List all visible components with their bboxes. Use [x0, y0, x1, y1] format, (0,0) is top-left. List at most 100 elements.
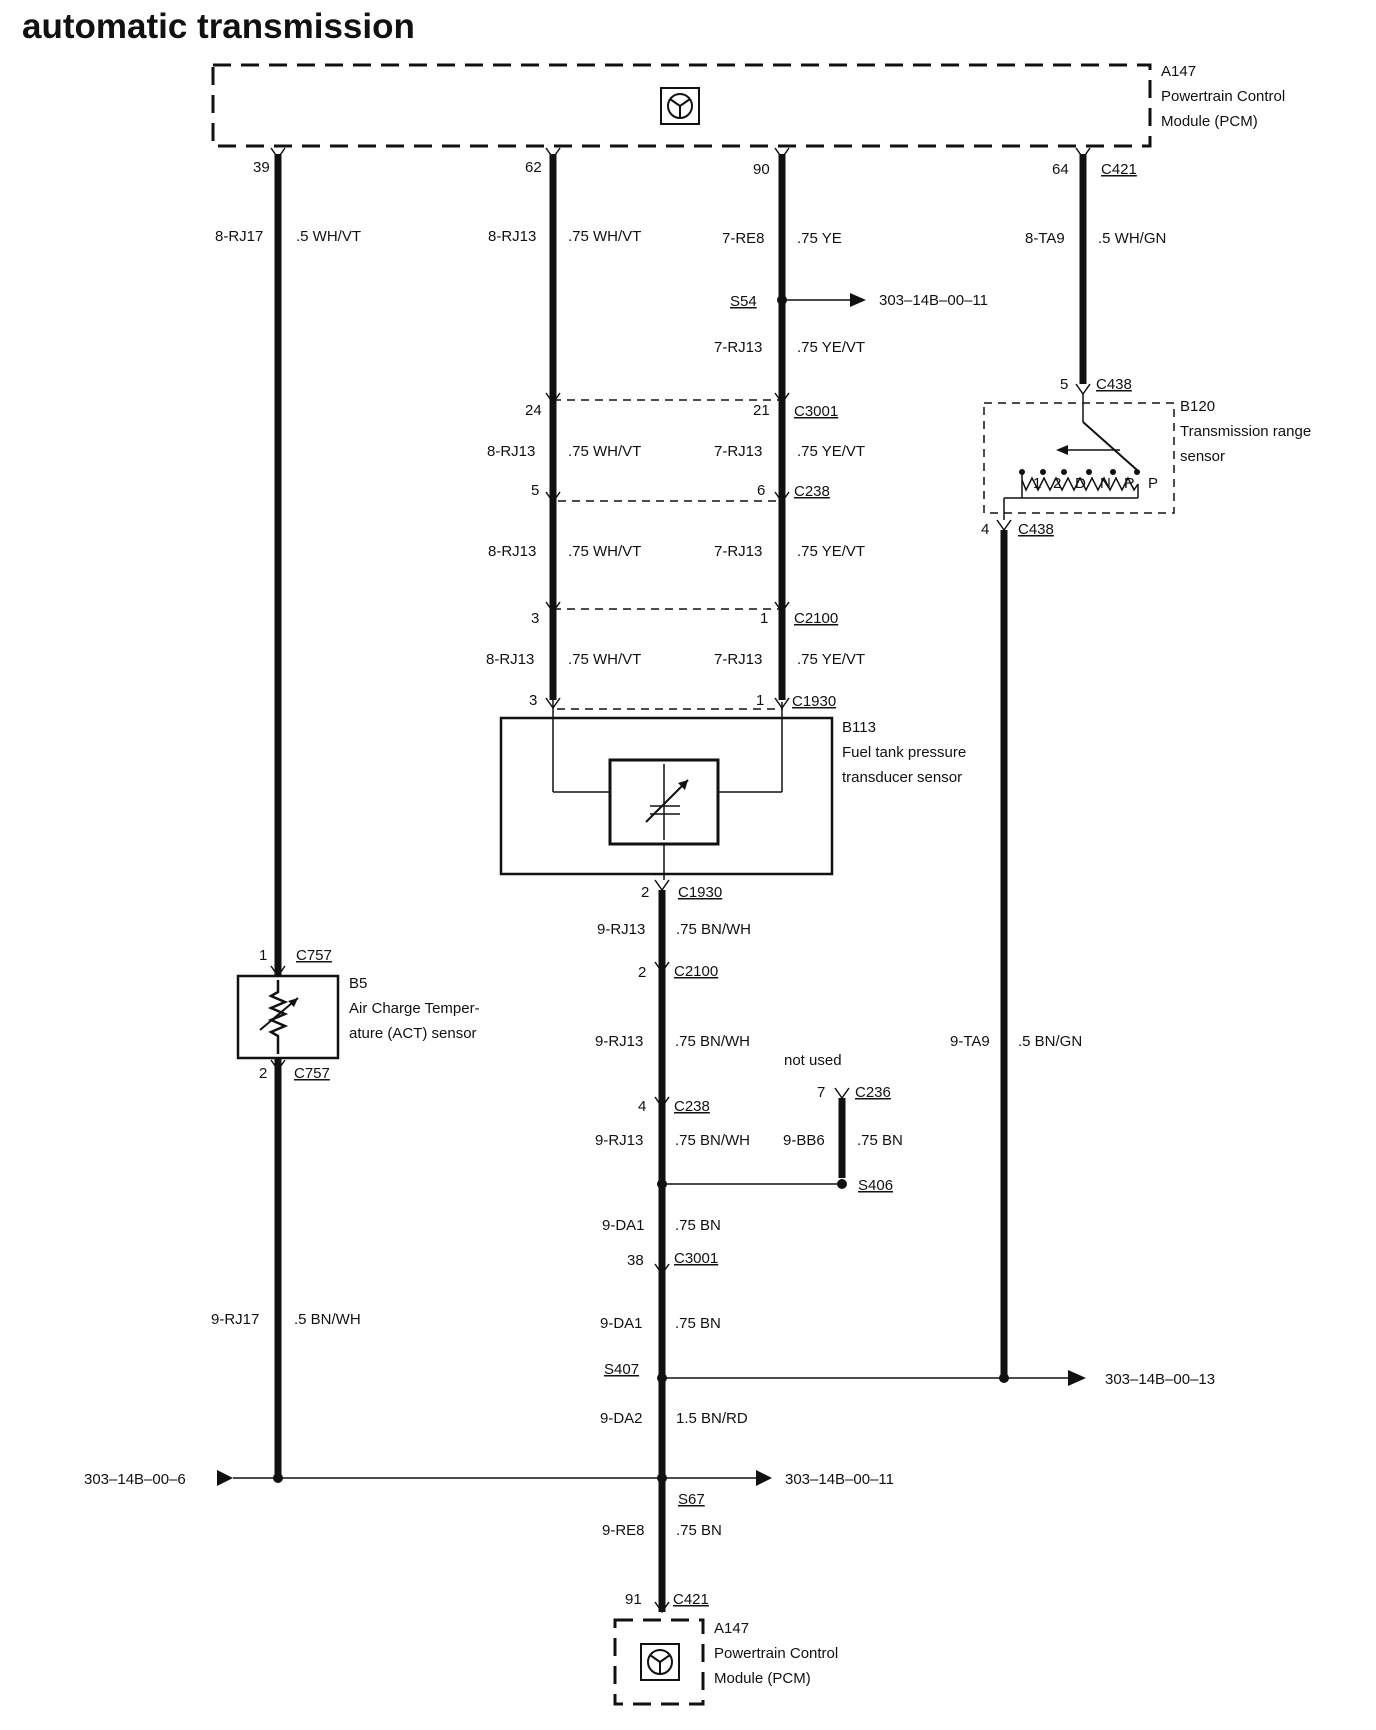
pin-64: 64: [1052, 161, 1069, 178]
cl-w4-spec: .75 BN: [675, 1217, 721, 1234]
cl-c2100-pin: 2: [638, 964, 646, 981]
c2100-left-spec: .75 WH/VT: [568, 651, 641, 668]
c2100-right-circuit: 7-RJ13: [714, 651, 762, 668]
c238-pin-b: 6: [757, 482, 765, 499]
mid-right-circuit: 7-RJ13: [714, 543, 762, 560]
cl-w6-circuit: 9-DA2: [600, 1410, 643, 1427]
c3001-left-spec: .75 WH/VT: [568, 443, 641, 460]
page-title: automatic transmission: [22, 7, 415, 46]
b120-pos-2: 2: [1053, 475, 1061, 492]
cl-w5-circuit: 9-DA1: [600, 1315, 643, 1332]
cl-c1930-pin: 2: [641, 884, 649, 901]
b120-pos-d: D: [1075, 475, 1086, 492]
b5-pin-top: 1: [259, 947, 267, 964]
cl-w4-circuit: 9-DA1: [602, 1217, 645, 1234]
b5-id: B5: [349, 975, 367, 992]
wire-64-circuit: 8-TA9: [1025, 230, 1065, 247]
pcm-top-id: A147: [1161, 63, 1196, 80]
mid-left-spec: .75 WH/VT: [568, 543, 641, 560]
c1930-pin-b: 1: [756, 692, 764, 709]
wire-62-spec: .75 WH/VT: [568, 228, 641, 245]
wire-90-spec: .75 YE: [797, 230, 842, 247]
b5-act-sensor: [236, 965, 340, 1072]
pin-90: 90: [753, 161, 770, 178]
b120-transmission-range-sensor: [983, 394, 1175, 520]
b120-name-2: sensor: [1180, 448, 1225, 465]
wire-90-circuit-2: 7-RJ13: [714, 339, 762, 356]
c3001-right-circuit: 7-RJ13: [714, 443, 762, 460]
left-ref: 303–14B–00–6: [84, 1471, 186, 1488]
s54-ref: 303–14B–00–11: [879, 292, 988, 309]
c3001-label: C3001: [794, 403, 838, 420]
b5-pin-bottom: 2: [259, 1065, 267, 1082]
c438-top-pin: 5: [1060, 376, 1068, 393]
c236-pin: 7: [817, 1084, 825, 1101]
pcm-bottom-module: [613, 1618, 705, 1706]
c2100-label: C2100: [794, 610, 838, 627]
pcm-top-name-1: Powertrain Control: [1161, 88, 1285, 105]
cl-c3001-label: C3001: [674, 1250, 718, 1267]
cl-w7-circuit: 9-RE8: [602, 1522, 645, 1539]
c2100-left-circuit: 8-RJ13: [486, 651, 534, 668]
not-used-spec: .75 BN: [857, 1132, 903, 1149]
s406-label: S406: [858, 1177, 893, 1194]
s67-ref: 303–14B–00–11: [785, 1471, 894, 1488]
pcm-bottom-name-2: Module (PCM): [714, 1670, 811, 1687]
splice-s407: [657, 1370, 1086, 1386]
wire-90-circuit: 7-RE8: [722, 230, 765, 247]
not-used-circuit: 9-BB6: [783, 1132, 825, 1149]
b113-name-2: transducer sensor: [842, 769, 962, 786]
wire-left-spec-2: .5 BN/WH: [294, 1311, 361, 1328]
c421-bottom-label: C421: [673, 1591, 709, 1608]
pcm-bottom-id: A147: [714, 1620, 749, 1637]
pcm-top-steering-icon: [660, 87, 700, 125]
c438-top-label: C438: [1096, 376, 1132, 393]
cl-w3-circuit: 9-RJ13: [595, 1132, 643, 1149]
c2100-pin-b: 1: [760, 610, 768, 627]
s407-label: S407: [604, 1361, 639, 1378]
cl-c3001-pin: 38: [627, 1252, 644, 1269]
cl-c238-pin: 4: [638, 1098, 646, 1115]
cl-w5-spec: .75 BN: [675, 1315, 721, 1332]
c2100-pin-a: 3: [531, 610, 539, 627]
c238-label: C238: [794, 483, 830, 500]
wire-90-spec-2: .75 YE/VT: [797, 339, 865, 356]
b120-pos-1: 1: [1033, 475, 1041, 492]
wire-center-lower: [654, 879, 670, 1614]
not-used-branch: [657, 1087, 850, 1189]
c1930-pin-a: 3: [529, 692, 537, 709]
b120-pos-n: N: [1100, 475, 1111, 492]
cl-w2-circuit: 9-RJ13: [595, 1033, 643, 1050]
splice-s67: [217, 1470, 772, 1486]
b5-name-2: ature (ACT) sensor: [349, 1025, 477, 1042]
pcm-top-outline: [211, 63, 1152, 148]
b113-id: B113: [842, 719, 876, 736]
wire-64: [1075, 147, 1091, 396]
pcm-top-name-2: Module (PCM): [1161, 113, 1258, 130]
wire-64-spec: .5 WH/GN: [1098, 230, 1166, 247]
cl-w6-spec: 1.5 BN/RD: [676, 1410, 748, 1427]
b5-name-1: Air Charge Temper-: [349, 1000, 480, 1017]
pcm-bottom-pin: 91: [625, 1591, 642, 1608]
c421-top-label: C421: [1101, 161, 1137, 178]
wire-ta9-circuit: 9-TA9: [950, 1033, 990, 1050]
b113-fuel-tank-pressure-sensor: [499, 708, 834, 880]
pcm-top-module: A147 Powertrain Control Module (PCM): [211, 63, 1285, 148]
c3001-right-spec: .75 YE/VT: [797, 443, 865, 460]
pcm-bottom-name-1: Powertrain Control: [714, 1645, 838, 1662]
cl-c1930-label: C1930: [678, 884, 722, 901]
b120-name-1: Transmission range: [1180, 423, 1311, 440]
pcm-bottom-steering-icon: [640, 1643, 680, 1681]
b120-pos-r: R: [1124, 475, 1135, 492]
cl-w2-spec: .75 BN/WH: [675, 1033, 750, 1050]
wire-left: [270, 147, 286, 1478]
cl-w3-spec: .75 BN/WH: [675, 1132, 750, 1149]
s407-ref: 303–14B–00–13: [1105, 1371, 1215, 1388]
c236-label: C236: [855, 1084, 891, 1101]
not-used-label: not used: [784, 1052, 842, 1069]
pin-39: 39: [253, 159, 270, 176]
c438-bottom-label: C438: [1018, 521, 1054, 538]
c3001-pin-b: 21: [753, 402, 770, 419]
b113-name-1: Fuel tank pressure: [842, 744, 966, 761]
